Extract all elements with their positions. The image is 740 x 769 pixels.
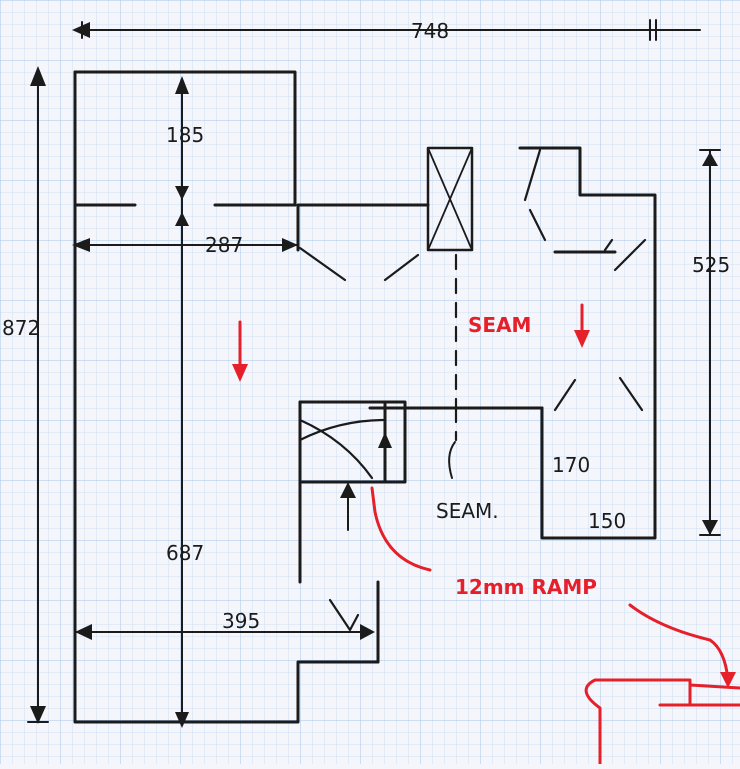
label-top-room-width: 287	[205, 233, 243, 257]
label-left-room-height: 687	[166, 541, 204, 565]
label-lower-width: 395	[222, 609, 260, 633]
ramp-leaders	[370, 486, 740, 766]
label-right-room-width: 150	[588, 509, 626, 533]
seam-direction-arrows	[232, 303, 590, 382]
label-ramp: 12mm RAMP	[455, 575, 597, 599]
label-right-block-height: 525	[692, 253, 730, 277]
dimension-arrowheads	[30, 22, 718, 728]
label-top-room-depth: 185	[166, 123, 204, 147]
seam-marker	[448, 441, 456, 479]
label-seam-upper: SEAM	[468, 313, 531, 337]
ramp-arrow-head	[720, 672, 736, 688]
door-swings	[298, 148, 647, 632]
label-overall-height: 872	[2, 316, 40, 340]
label-seam-lower: SEAM.	[436, 499, 499, 523]
label-right-room-depth: 170	[552, 453, 590, 477]
label-overall-width: 748	[411, 19, 449, 43]
